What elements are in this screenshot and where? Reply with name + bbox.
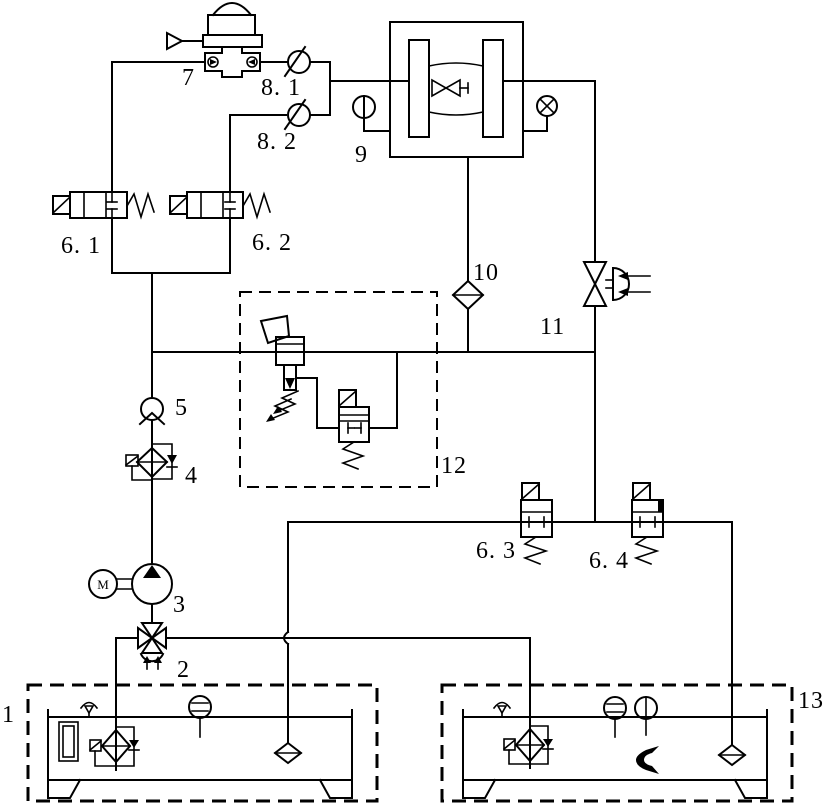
valve-under-test-icon: [431, 78, 469, 98]
tank-1: [26, 683, 379, 803]
vent-valve-7: [166, 2, 263, 78]
return-filter: [88, 726, 140, 767]
level-gauge-icon: [188, 695, 212, 738]
solenoid-valve-6-1: [51, 191, 156, 220]
spring-icon: [241, 191, 272, 220]
level-gauge-icon: [603, 696, 627, 738]
label-2: 2: [177, 657, 190, 683]
pump-3: M: [88, 563, 173, 605]
filter-4: [124, 442, 178, 481]
label-12: 12: [441, 453, 467, 479]
test-vessel: [389, 21, 524, 158]
check-valve-8-1: [259, 45, 311, 78]
thermometer-icon: [634, 696, 658, 736]
tank-body: [462, 709, 768, 799]
label-11: 11: [540, 314, 565, 340]
motor-circle: [88, 569, 118, 599]
filter-10: [451, 279, 485, 311]
label-6-1: 6. 1: [61, 233, 101, 259]
heater-icon: [636, 746, 659, 774]
distributor-valve-2: [137, 622, 167, 670]
solenoid-valve-6-3: [520, 482, 553, 566]
actuated-valve-11: [582, 261, 651, 307]
spring-icon: [340, 440, 366, 471]
suction-strainer: [717, 743, 747, 767]
level-sight-gauge: [58, 721, 79, 762]
label-3: 3: [173, 592, 186, 618]
label-1: 1: [2, 702, 15, 728]
check-valve-5: [138, 397, 166, 426]
indicator-gauge-icon: [522, 95, 558, 132]
regulator-unit-12: [239, 291, 438, 488]
solenoid-valve-6-4: [631, 482, 664, 566]
label-10: 10: [473, 260, 499, 286]
label-5: 5: [175, 395, 188, 421]
motor-label: M: [97, 577, 109, 592]
breather-icon: [492, 701, 512, 718]
flow-direction-icon: [143, 565, 161, 578]
clamp-plate-right: [482, 39, 504, 138]
clamp-plate-left: [408, 39, 430, 138]
diaphragm-actuator-icon: [611, 266, 630, 302]
label-8-1: 8. 1: [261, 75, 301, 101]
pressure-gauge-9: [352, 95, 391, 132]
breather-icon: [79, 701, 99, 718]
return-filter: [502, 725, 554, 765]
label-9: 9: [355, 142, 368, 168]
label-6-2: 6. 2: [252, 230, 292, 256]
pilot-regulator-valve: [259, 314, 305, 422]
tank-13: [440, 683, 794, 803]
dashed-enclosure: [26, 683, 379, 803]
label-6-3: 6. 3: [476, 538, 516, 564]
check-valve-8-2: [283, 98, 311, 131]
vent-triangle-icon: [166, 31, 185, 51]
label-13: 13: [798, 688, 824, 714]
label-6-4: 6. 4: [589, 548, 629, 574]
label-4: 4: [185, 463, 198, 489]
solenoid-icon: [52, 195, 71, 215]
suction-strainer: [273, 741, 303, 765]
label-7: 7: [182, 65, 195, 91]
pilot-relief-valve: [337, 389, 370, 471]
solenoid-icon: [169, 195, 188, 215]
spring-icon: [125, 191, 156, 220]
pipe-network: [111, 61, 733, 771]
label-8-2: 8. 2: [257, 129, 297, 155]
dashed-enclosure: [239, 291, 438, 488]
dome-arc: [211, 2, 253, 17]
labels: 7 8. 1 8. 2 9 6. 1 6. 2 10 11 12 5 4 3 2…: [2, 65, 824, 728]
spring-icon: [633, 535, 660, 566]
dashed-enclosure: [440, 683, 794, 803]
diaphragm-actuator-icon: [139, 652, 165, 663]
solenoid-valve-6-2: [168, 191, 272, 220]
spring-icon: [522, 535, 549, 566]
